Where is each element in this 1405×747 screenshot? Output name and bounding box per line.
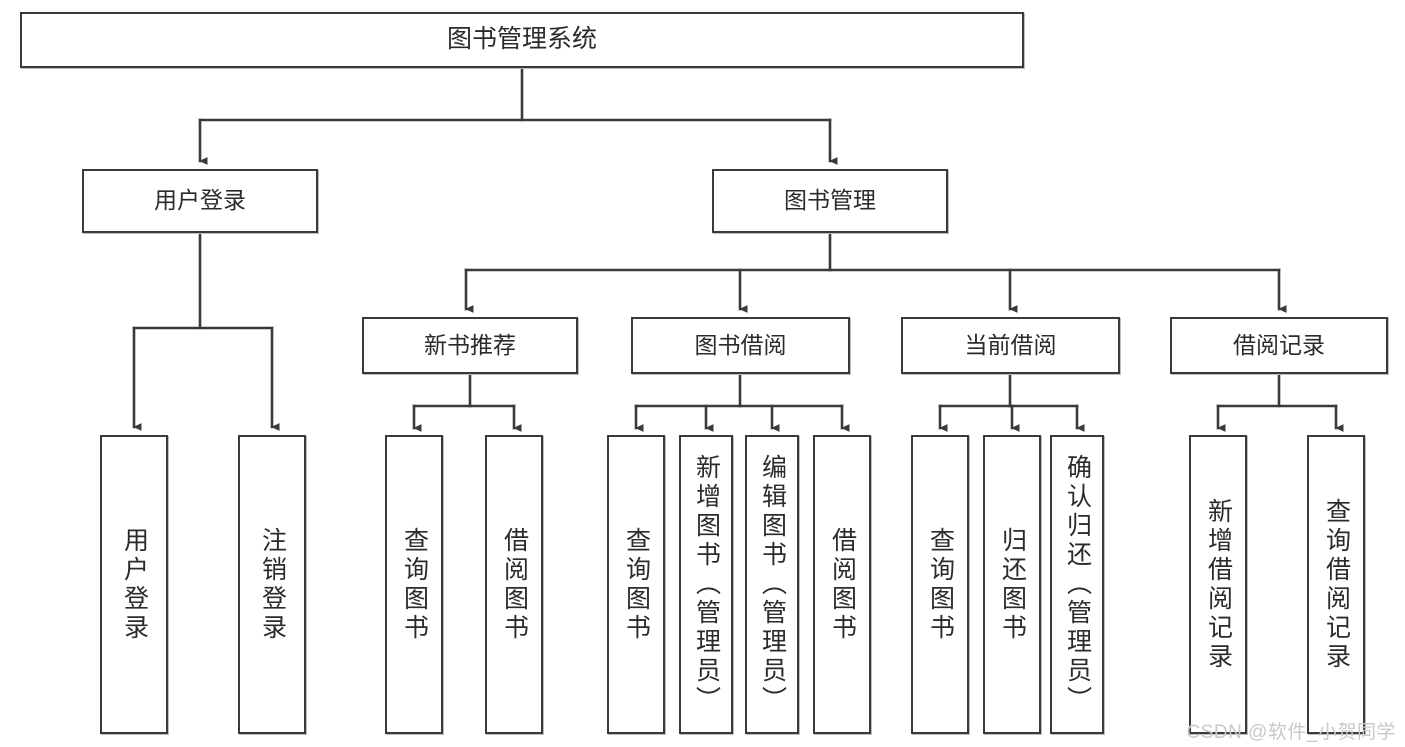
node-book-borrow[interactable]: 图书借阅: [631, 317, 850, 374]
leaf-label-borrow-book: 借阅图书: [828, 526, 857, 643]
connector-group-current-borrow: [938, 372, 1085, 432]
leaf-borrow-book[interactable]: 借阅图书: [813, 435, 871, 734]
leaf-label-user-login: 用户登录: [120, 526, 149, 643]
connector-group-new-book: [412, 372, 522, 432]
node-label-user-login: 用户登录: [154, 187, 246, 214]
leaf-logout[interactable]: 注销登录: [238, 435, 306, 734]
leaf-label-edit-book-admin: 编辑图书（管理员）: [758, 454, 787, 715]
leaf-add-borrow-record[interactable]: 新增借阅记录: [1189, 435, 1247, 734]
leaf-label-query-book-borrow: 查询图书: [622, 526, 651, 643]
node-borrow-record[interactable]: 借阅记录: [1170, 317, 1388, 374]
leaf-return-book[interactable]: 归还图书: [983, 435, 1041, 734]
leaf-user-login[interactable]: 用户登录: [100, 435, 168, 734]
node-book-management[interactable]: 图书管理: [712, 169, 948, 233]
connector-group-book-borrow: [634, 372, 850, 432]
connector-group-book-management: [464, 231, 1287, 313]
node-label-root: 图书管理系统: [446, 25, 597, 54]
node-label-book-borrow: 图书借阅: [694, 331, 787, 358]
node-label-borrow-record: 借阅记录: [1233, 331, 1325, 358]
leaf-edit-book-admin[interactable]: 编辑图书（管理员）: [745, 435, 799, 734]
node-label-new-book-recommend: 新书推荐: [424, 331, 516, 358]
node-current-borrow[interactable]: 当前借阅: [901, 317, 1120, 374]
leaf-label-return-book: 归还图书: [998, 526, 1027, 643]
leaf-query-book-current[interactable]: 查询图书: [911, 435, 969, 734]
leaf-query-book-recommend[interactable]: 查询图书: [385, 435, 443, 734]
leaf-label-query-book-current: 查询图书: [926, 526, 955, 643]
node-root-system[interactable]: 图书管理系统: [20, 12, 1024, 68]
leaf-confirm-return-admin[interactable]: 确认归还（管理员）: [1050, 435, 1104, 734]
node-label-current-borrow: 当前借阅: [964, 331, 1057, 358]
leaf-label-add-borrow-record: 新增借阅记录: [1204, 497, 1233, 672]
connector-group-user-login: [132, 231, 280, 431]
leaf-label-logout: 注销登录: [258, 526, 287, 643]
leaf-label-query-book-recommend: 查询图书: [400, 526, 429, 643]
node-label-book-management: 图书管理: [784, 187, 876, 214]
leaf-label-borrow-book-recommend: 借阅图书: [500, 526, 529, 643]
connector-group-borrow-record: [1216, 372, 1344, 432]
leaf-label-add-book-admin: 新增图书（管理员）: [692, 454, 721, 715]
leaf-add-book-admin[interactable]: 新增图书（管理员）: [679, 435, 733, 734]
node-new-book-recommend[interactable]: 新书推荐: [362, 317, 578, 374]
leaf-label-confirm-return-admin: 确认归还（管理员）: [1063, 454, 1092, 715]
node-user-login[interactable]: 用户登录: [82, 169, 318, 233]
connector-group-root: [198, 66, 838, 165]
leaf-query-borrow-record[interactable]: 查询借阅记录: [1307, 435, 1365, 734]
leaf-label-query-borrow-record: 查询借阅记录: [1322, 497, 1351, 672]
leaf-query-book-borrow[interactable]: 查询图书: [607, 435, 665, 734]
leaf-borrow-book-recommend[interactable]: 借阅图书: [485, 435, 543, 734]
